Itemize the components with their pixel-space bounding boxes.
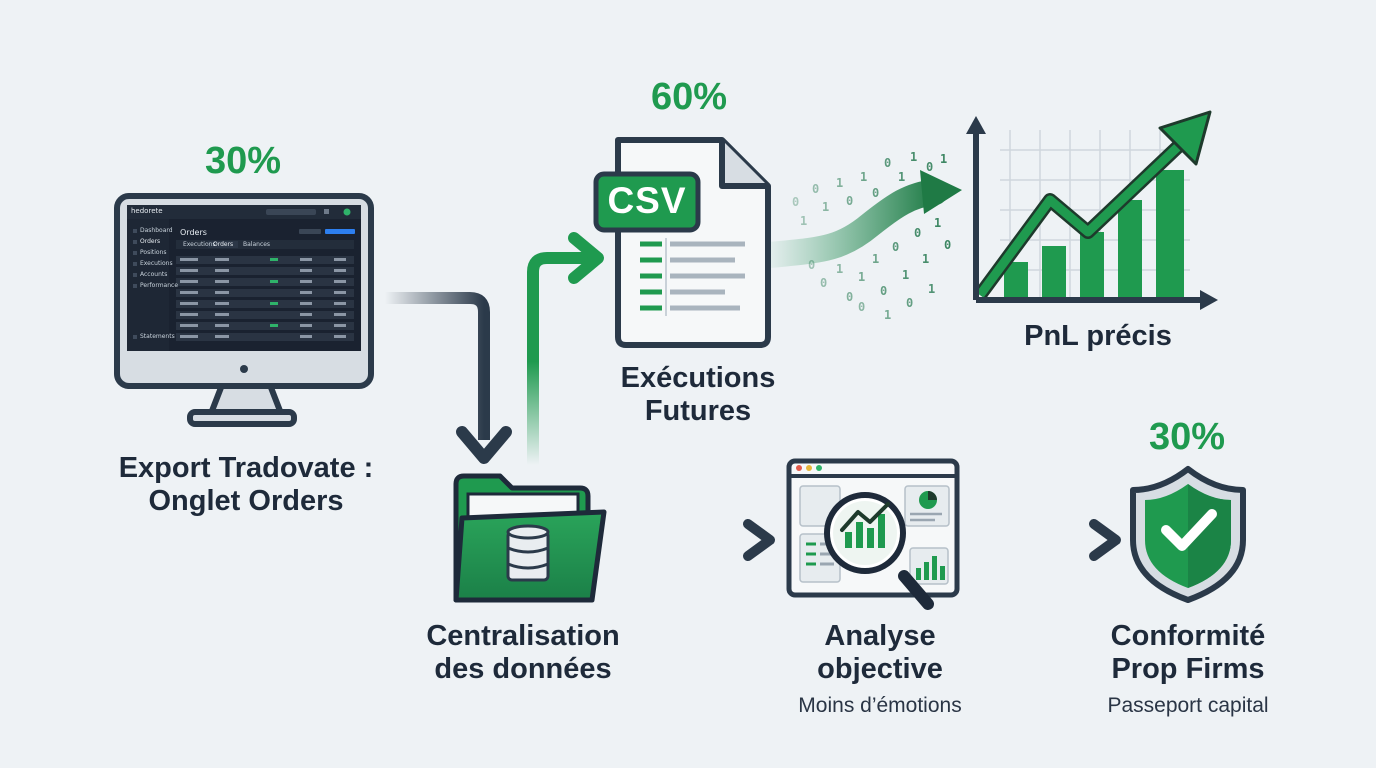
monitor-section-title: Orders	[180, 228, 207, 237]
binary-digit: 0	[846, 290, 854, 304]
binary-digit: 1	[858, 270, 866, 284]
binary-digit: 0	[944, 238, 952, 252]
binary-digit: 1	[884, 308, 892, 322]
arrow-export-to-folder	[385, 292, 512, 464]
folder-database-illustration	[453, 473, 607, 603]
export-percentage: 30%	[204, 140, 282, 182]
analyse-label-line2: objective	[817, 653, 943, 686]
binary-digit: 1	[922, 252, 930, 266]
binary-digit: 0	[914, 226, 922, 240]
conformite-label-line1: Conformité	[1110, 620, 1266, 652]
binary-digit: 0	[872, 186, 880, 200]
analyse-label: Analyse objective	[770, 620, 990, 687]
centralisation-label-line2: des données	[434, 653, 612, 686]
export-label-line1: Export Tradovate :	[118, 452, 374, 484]
pnl-chart-illustration	[966, 110, 1218, 310]
binary-digit: 1	[836, 176, 844, 190]
binary-digit: 1	[800, 214, 808, 228]
monitor-sidebar-item: Positions	[140, 249, 167, 256]
binary-digit: 0	[880, 284, 888, 298]
analyse-label-line1: Analyse	[824, 620, 936, 652]
csv-label: Exécutions Futures	[588, 362, 808, 429]
monitor-sidebar-item: Statements	[140, 333, 175, 340]
csv-percentage: 60%	[650, 76, 728, 118]
binary-digit: 1	[836, 262, 844, 276]
arrow-folder-to-csv	[527, 232, 604, 465]
export-label-line2: Onglet Orders	[148, 485, 344, 518]
conformite-sublabel: Passeport capital	[1107, 694, 1269, 717]
monitor-tab-orders: Orders	[213, 241, 234, 248]
conformite-label: Conformité Prop Firms	[1078, 620, 1298, 687]
analyse-sublabel: Moins d’émotions	[798, 694, 962, 717]
binary-digit: 0	[812, 182, 820, 196]
monitor-logo: hedorete	[131, 207, 163, 215]
binary-digit: 1	[898, 170, 906, 184]
binary-digit: 0	[926, 160, 934, 174]
binary-digit: 0	[892, 240, 900, 254]
monitor-sidebar-item: Performance	[140, 282, 179, 289]
binary-digit: 1	[934, 216, 942, 230]
export-label: Export Tradovate : Onglet Orders	[60, 452, 432, 519]
binary-digit: 0	[846, 194, 854, 208]
monitor-sidebar-item: Orders	[140, 238, 161, 245]
binary-digit: 1	[872, 252, 880, 266]
binary-digit: 0	[820, 276, 828, 290]
binary-digit: 0	[808, 258, 816, 272]
conformite-percentage: 30%	[1148, 416, 1226, 458]
monitor-sidebar-item: Executions	[140, 260, 173, 267]
binary-digit: 1	[902, 268, 910, 282]
binary-digit: 1	[940, 152, 948, 166]
csv-label-line2: Futures	[644, 395, 752, 428]
binary-digit: 1	[910, 150, 918, 164]
binary-digit: 0	[858, 300, 866, 314]
binary-digit: 1	[822, 200, 830, 214]
arrow-folder-to-analyse	[615, 519, 775, 561]
binary-digit: 1	[928, 282, 936, 296]
data-stream-arrow	[757, 170, 962, 268]
csv-badge: CSV	[607, 180, 687, 221]
binary-digit: 1	[860, 170, 868, 184]
arrow-analyse-to-shield	[970, 519, 1121, 561]
monitor-illustration	[114, 193, 374, 427]
monitor-sidebar-item: Accounts	[140, 271, 168, 278]
monitor-tab-balances: Balances	[243, 241, 271, 248]
csv-document-illustration	[593, 137, 771, 348]
shield-check-illustration	[1130, 466, 1246, 603]
binary-digit: 0	[906, 296, 914, 310]
csv-label-line1: Exécutions	[620, 362, 776, 394]
binary-digit: 0	[792, 195, 800, 209]
centralisation-label-line1: Centralisation	[426, 620, 620, 652]
monitor-tab-executions: Executions	[183, 241, 216, 248]
analyse-window-illustration	[786, 458, 960, 610]
pnl-label: PnL précis	[1024, 320, 1172, 352]
centralisation-label: Centralisation des données	[398, 620, 648, 687]
conformite-label-line2: Prop Firms	[1111, 653, 1265, 686]
binary-digit: 0	[884, 156, 892, 170]
monitor-sidebar-item: Dashboard	[140, 227, 173, 234]
